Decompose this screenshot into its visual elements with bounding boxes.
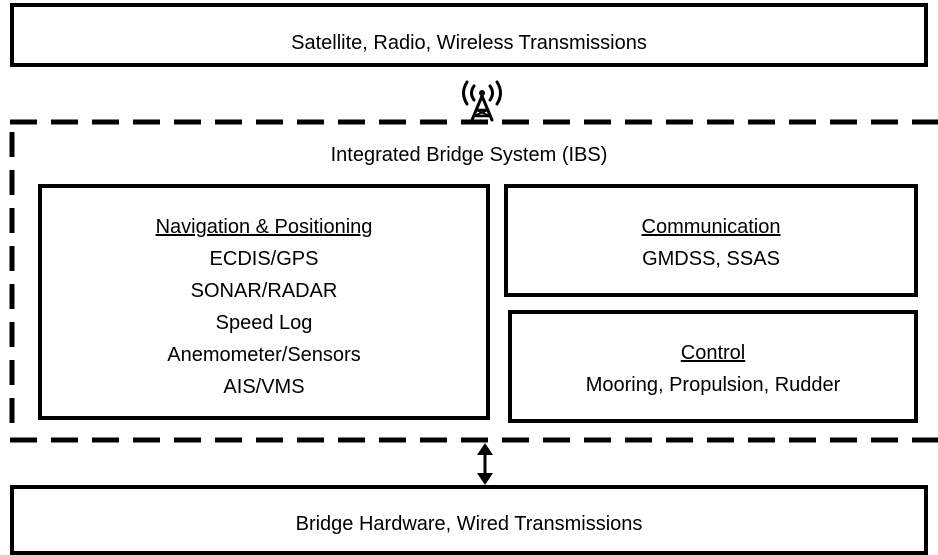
navigation-positioning-content: Navigation & Positioning ECDIS/GPS SONAR… [42,211,486,403]
double-arrow-icon [477,443,493,485]
navigation-item: Speed Log [215,312,313,334]
control-content: Control Mooring, Propulsion, Rudder [512,337,914,401]
wired-transmissions-label: Bridge Hardware, Wired Transmissions [295,513,643,535]
control-heading: Control [680,342,746,364]
control-item: Mooring, Propulsion, Rudder [585,374,841,396]
control-box: Control Mooring, Propulsion, Rudder [508,310,918,423]
communication-content: Communication GMDSS, SSAS [508,211,914,275]
navigation-item: AIS/VMS [223,376,305,398]
navigation-positioning-box: Navigation & Positioning ECDIS/GPS SONAR… [38,184,490,420]
wired-transmissions-box: Bridge Hardware, Wired Transmissions [10,485,928,555]
communication-item: GMDSS, SSAS [642,248,780,270]
navigation-item: ECDIS/GPS [209,248,319,270]
navigation-item: SONAR/RADAR [190,280,338,302]
wireless-transmissions-label: Satellite, Radio, Wireless Transmissions [291,32,647,54]
antenna-icon [462,80,502,122]
navigation-heading: Navigation & Positioning [155,216,373,238]
communication-heading: Communication [641,216,781,238]
communication-box: Communication GMDSS, SSAS [504,184,918,297]
navigation-item: Anemometer/Sensors [167,344,361,366]
wireless-transmissions-box: Satellite, Radio, Wireless Transmissions [10,3,928,67]
ibs-title: Integrated Bridge System (IBS) [330,144,608,166]
